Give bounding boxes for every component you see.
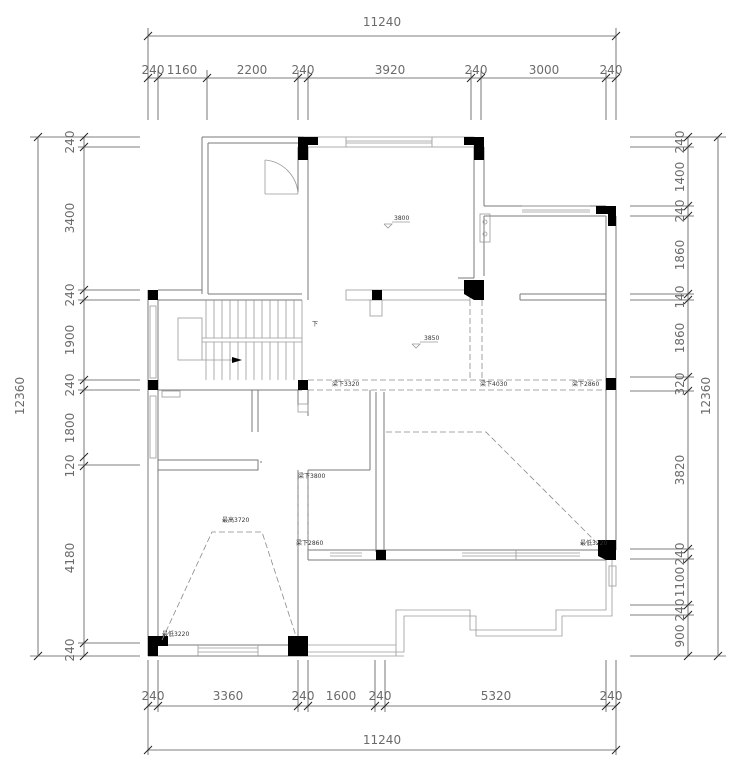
- bottom-seg-5: 240: [369, 689, 392, 703]
- beam-label-1: 梁下3320: [332, 380, 359, 388]
- left-seg-2: 3400: [63, 203, 77, 234]
- bottom-total-label: 11240: [363, 733, 401, 747]
- left-seg-7: 120: [63, 455, 77, 478]
- right-seg-5: 140: [673, 286, 687, 309]
- lowest-left-label: 最低3220: [162, 630, 189, 638]
- beam-label-4: 梁下3800: [298, 472, 325, 480]
- staircase: 下: [177, 300, 318, 380]
- bottom-seg-4: 1600: [326, 689, 357, 703]
- right-seg-7: 320: [673, 373, 687, 396]
- level-upper-room: 3800: [394, 215, 409, 222]
- left-dimension-chain: 12360 240 3400 240 1900 240 1800 120 418…: [13, 131, 140, 662]
- bottom-seg-6: 5320: [481, 689, 512, 703]
- left-seg-3: 240: [63, 284, 77, 307]
- right-seg-4: 1860: [673, 240, 687, 271]
- top-seg-8: 240: [600, 63, 623, 77]
- right-seg-2: 1400: [673, 162, 687, 193]
- bottom-segment-ticks: [143, 701, 621, 711]
- right-seg-8: 3820: [673, 455, 687, 486]
- level-marker-upper: 3800: [383, 215, 410, 229]
- bottom-seg-2: 3360: [213, 689, 244, 703]
- top-seg-1: 240: [142, 63, 165, 77]
- left-seg-4: 1900: [63, 325, 77, 356]
- bottom-dimension-chain: 240 3360 240 1600 240 5320 240 11240: [142, 660, 623, 755]
- left-seg-8: 4180: [63, 543, 77, 574]
- left-seg-1: 240: [63, 131, 77, 154]
- right-seg-11: 240: [673, 599, 687, 622]
- top-seg-2: 1160: [167, 63, 198, 77]
- level-marker-center: 3850: [411, 335, 439, 349]
- right-seg-3: 240: [673, 200, 687, 223]
- left-seg-9: 240: [63, 639, 77, 662]
- beam-label-5: 梁下2860: [296, 539, 323, 547]
- annotations: 3800 3850 梁下3320 梁下4030 梁下2860 梁下3800 梁下…: [162, 215, 607, 638]
- walls: 下: [147, 136, 617, 657]
- structural-columns: [148, 137, 616, 656]
- bottom-seg-3: 240: [292, 689, 315, 703]
- top-seg-7: 3000: [529, 63, 560, 77]
- top-total-label: 11240: [363, 15, 401, 29]
- level-center: 3850: [424, 335, 439, 342]
- left-seg-5: 240: [63, 374, 77, 397]
- left-total-label: 12360: [13, 377, 27, 415]
- right-seg-12: 900: [673, 625, 687, 648]
- right-total-label: 12360: [699, 377, 713, 415]
- beam-lines: [161, 300, 606, 641]
- highest-point-label: 最高3720: [222, 516, 249, 524]
- top-seg-5: 3920: [375, 63, 406, 77]
- right-seg-1: 240: [673, 131, 687, 154]
- left-seg-6: 1800: [63, 413, 77, 444]
- right-seg-10: 1100: [673, 567, 687, 598]
- bottom-seg-7: 240: [600, 689, 623, 703]
- right-seg-9: 240: [673, 543, 687, 566]
- top-seg-6: 240: [465, 63, 488, 77]
- beam-label-3: 梁下2860: [572, 380, 599, 388]
- lowest-right-label: 最低3220: [580, 539, 607, 547]
- beam-label-2: 梁下4030: [480, 380, 507, 388]
- right-dimension-chain: 12360 240 1400 240 18: [630, 131, 726, 661]
- right-seg-6: 1860: [673, 323, 687, 354]
- stair-down-label: 下: [312, 321, 318, 328]
- top-seg-3: 2200: [237, 63, 268, 77]
- door-swing: [264, 159, 299, 195]
- bottom-seg-1: 240: [142, 689, 165, 703]
- top-seg-4: 240: [292, 63, 315, 77]
- top-dimension-chain: 11240 240 1160 2200 240 3920 240 3000 24…: [142, 15, 623, 120]
